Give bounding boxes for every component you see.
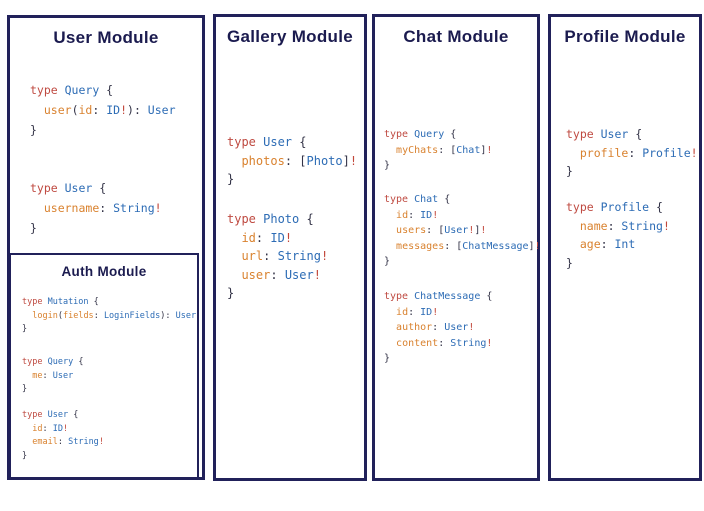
chat-module-panel: Chat Module type Query { myChats: [Chat]… [372, 14, 541, 481]
profile-module-title: Profile Module [564, 27, 686, 46]
auth-module-title: Auth Module [61, 264, 147, 279]
code-block: type Query { user(id: ID!): User} [30, 83, 176, 137]
code-block: type User { photos: [Photo]!} [227, 135, 358, 186]
auth-module-panel: Auth Module type Mutation { login(fields… [9, 253, 199, 479]
chat-module-title: Chat Module [403, 27, 509, 46]
gallery-module-panel: Gallery Module type User { photos: [Phot… [213, 14, 367, 481]
gallery-module-title: Gallery Module [226, 27, 354, 46]
code-block: type User { id: ID! email: String!} [22, 410, 104, 461]
code-block: type User { username: String!} [30, 181, 162, 235]
code-block: type Mutation { login(fields: LoginField… [22, 297, 197, 334]
code-block: type Chat { id: ID! users: [User!]! mess… [384, 194, 541, 267]
code-block: type Query { myChats: [Chat]!} [384, 129, 493, 171]
code-block: type Query { me: User} [22, 357, 84, 394]
user-module-title: User Module [53, 28, 159, 47]
profile-module-panel: Profile Module type User { profile: Prof… [548, 14, 702, 481]
code-block: type Profile { name: String! age: Int} [566, 200, 670, 270]
code-block: type ChatMessage { id: ID! author: User!… [384, 291, 493, 364]
user-module-panel: User Module type Query { user(id: ID!): … [7, 15, 205, 480]
code-block: type Photo { id: ID! url: String! user: … [227, 212, 329, 300]
code-block: type User { profile: Profile!} [566, 127, 698, 178]
